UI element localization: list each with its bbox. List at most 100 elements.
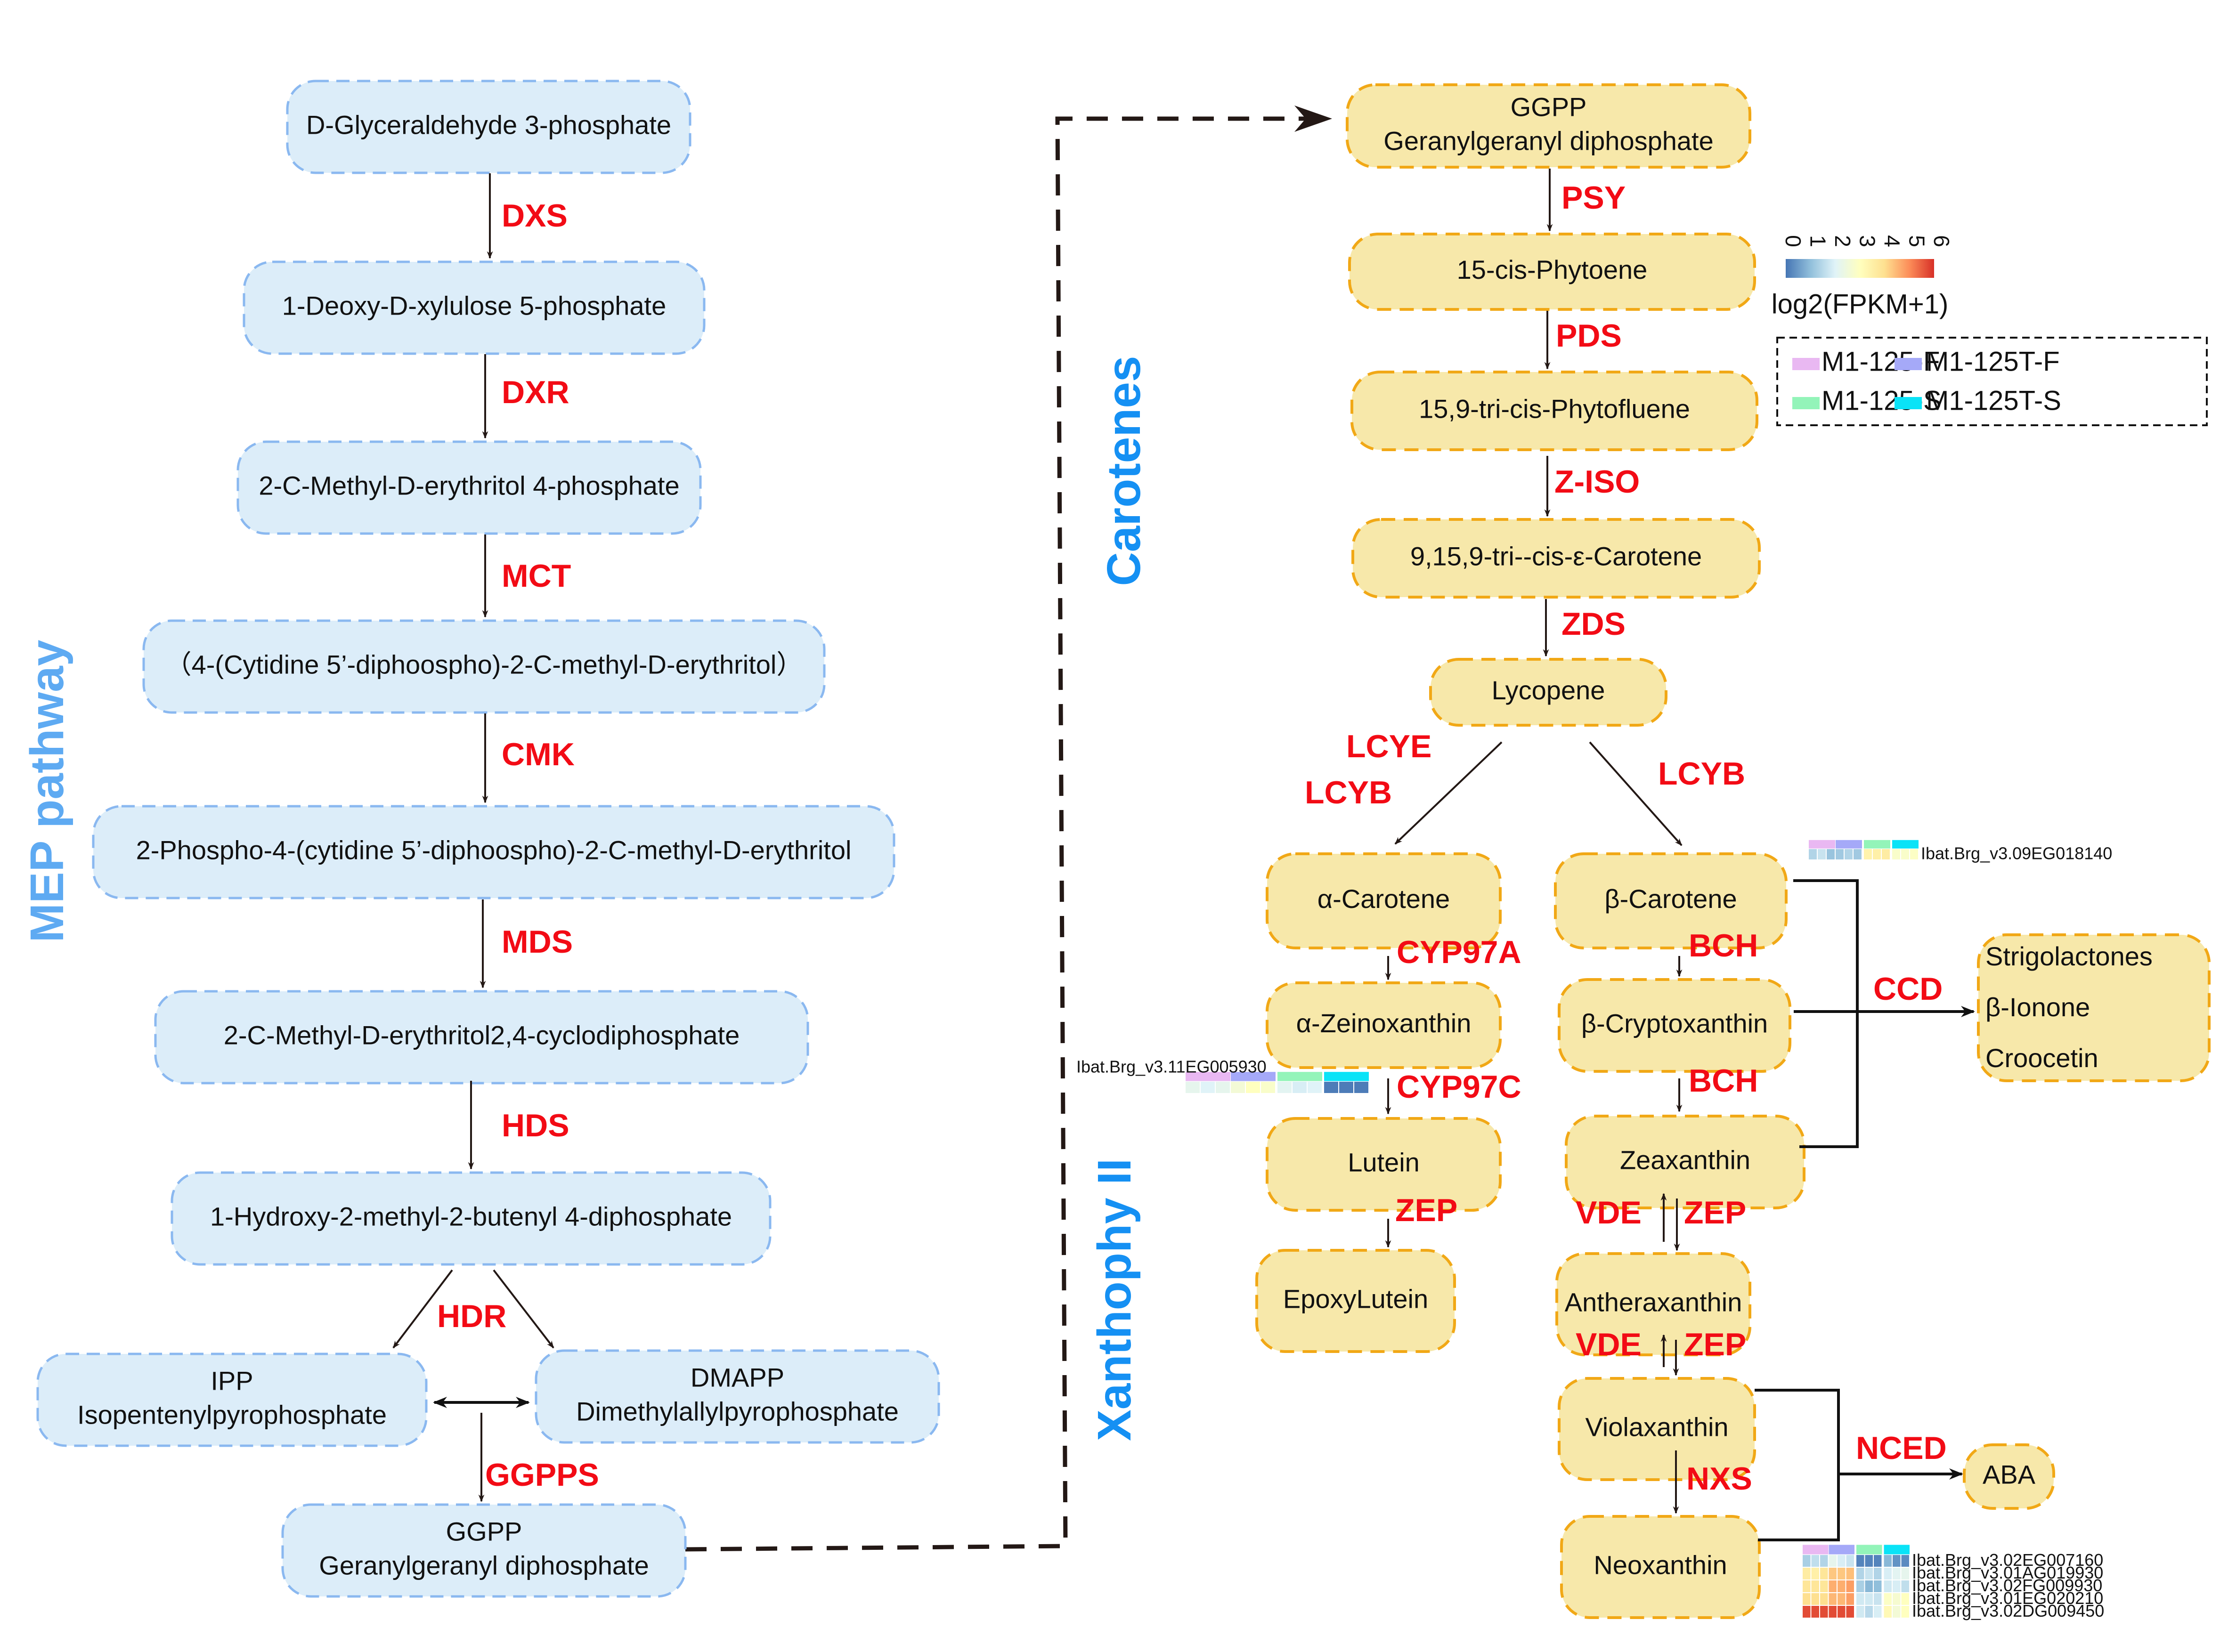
heatmap-cell [1820,1568,1828,1579]
node-label: β-Carotene [1604,884,1737,914]
node-box [1350,371,1758,451]
heatmap-cell [1882,849,1890,859]
mep-node-hmbpp: 1-Hydroxy-2-methyl-2-butenyl 4-diphospha… [171,1171,772,1266]
sample-swatch [1792,397,1820,409]
node-label: α-Carotene [1317,884,1450,914]
color-scale-tick: 0 [1781,235,1805,247]
color-scale-tick: 2 [1830,235,1855,247]
enzyme-label-ggpps: GGPPS [485,1457,599,1493]
carotenoid-node-bcrypto: β-Cryptoxanthin [1558,978,1791,1073]
carotenoid-node-aba: ABA [1963,1443,2055,1510]
node-box [1558,1377,1756,1481]
sample-swatch [1792,358,1820,370]
heatmap-cell [1803,1593,1811,1605]
arrow-lcye [1394,741,1503,845]
heatmap-cell [1820,1555,1828,1567]
heatmap-cell [1865,1568,1873,1579]
node-box [1351,518,1761,599]
heatmap-cell [1818,849,1826,859]
carotenoid-node-phytofluene: 15,9-tri-cis-Phytofluene [1350,371,1758,451]
sample-legend-item: M1-125T-F [1895,346,2060,377]
node-box [535,1349,940,1444]
node-box [1346,83,1751,169]
heatmap-cell [1811,1606,1819,1618]
heatmap-cell [1231,1082,1245,1093]
heatmap-group-annotation [1829,1545,1854,1555]
node-box [236,440,702,535]
ggpp-transfer-connector [685,105,1332,1552]
node-box [1266,852,1502,949]
node-label: Geranylgeranyl diphosphate [319,1550,649,1580]
node-label: Violaxanthin [1585,1412,1728,1441]
color-scale-tick: 4 [1880,235,1904,247]
enzyme-label-pds: PDS [1556,318,1622,354]
enzyme-label-dxr: DXR [502,374,569,410]
enzyme-label-vde1: VDE [1576,1195,1642,1231]
color-scale-bar [1786,259,1934,278]
enzyme-label-zep2: ZEP [1684,1327,1746,1362]
gene-label: Ibat.Brg_v3.11EG005930 [1076,1057,1267,1077]
gene-label: Ibat.Brg_v3.02FG009930 [1912,1576,2102,1595]
heatmap-cell [1811,1555,1819,1567]
enzyme-label-mct: MCT [502,558,571,594]
heatmap-group-annotation [1864,840,1890,849]
heatmap-group-annotation [1809,840,1835,849]
node-label: 15-cis-Phytoene [1457,255,1648,284]
heatmap-cell [1856,1606,1864,1618]
heatmap-cell [1874,1606,1882,1618]
carotenoid-node-epoxylutein: EpoxyLutein [1255,1249,1456,1353]
node-box [1255,1249,1456,1353]
sample-legend: M1-125-FM1-125T-FM1-125-SM1-125T-S [1776,337,2208,426]
node-label: GGPP [1511,92,1587,121]
heatmap-row: Ibat.Brg_v3.01EG020210 [1803,1588,2103,1608]
enzyme-label-nced: NCED [1856,1430,1947,1466]
carotenoid-node-zcarotene: 9,15,9-tri--cis-ε-Carotene [1351,518,1761,599]
heatmap-cell [1354,1082,1368,1093]
enzyme-label-lcyb-b: LCYB [1658,756,1745,792]
node-label: β-Cryptoxanthin [1581,1008,1768,1038]
carotenoid-node-azein: α-Zeinoxanthin [1266,981,1502,1069]
heatmap-cell [1864,849,1872,859]
node-label: EpoxyLutein [1283,1284,1428,1313]
node-box [1977,933,2211,1082]
heatmap-cell [1892,849,1900,859]
heatmap-cell [1901,1593,1909,1605]
heatmap-cell [1277,1082,1292,1093]
node-box [142,619,826,714]
node-box [1555,1252,1751,1356]
xanthophyll-label: Xanthophy II [1088,1158,1141,1441]
color-scale-tick: 1 [1806,235,1830,247]
heatmap-cell [1856,1593,1864,1605]
gene-label: Ibat.Brg_v3.09EG018140 [1921,844,2112,863]
node-label: D-Glyceraldehyde 3-phosphate [306,110,671,139]
node-box [1565,1115,1805,1209]
arrow-hdr-dmapp [493,1269,554,1349]
heatmap-cell [1856,1580,1864,1592]
node-box [1554,852,1788,949]
heatmap-cell [1803,1606,1811,1618]
node-box [1266,981,1502,1069]
mep-node-g3p: D-Glyceraldehyde 3-phosphate [286,80,691,174]
node-box [243,260,706,355]
heatmap-row: Ibat.Brg_v3.02FG009930 [1803,1576,2102,1595]
enzyme-label-cyp97c: CYP97C [1397,1069,1521,1105]
mep-node-mep: 2-C-Methyl-D-erythritol 4-phosphate [236,440,702,535]
heatmap-cell [1261,1082,1275,1093]
mep-node-mecpp: 2-C-Methyl-D-erythritol2,4-cyclodiphosph… [154,990,809,1085]
node-label: Dimethylallylpyrophosphate [576,1396,899,1426]
node-label: DMAPP [691,1362,784,1392]
heatmap-cell [1846,1580,1854,1592]
heatmap-cell [1901,1606,1909,1618]
heatmap-cell [1820,1580,1828,1592]
heatmap-cell [1216,1082,1230,1093]
node-box [36,1352,428,1447]
heatmap-group-annotation [1803,1545,1829,1555]
mep-node-cdpme: （4-(Cytidine 5’-diphoospho)-2-C-methyl-D… [142,619,826,714]
heatmap-cell [1884,1580,1892,1592]
node-label: 9,15,9-tri--cis-ε-Carotene [1410,541,1702,571]
heatmap-neoxanthin: Ibat.Brg_v3.02EG007160Ibat.Brg_v3.01AG01… [1803,1545,2104,1620]
node-label: 2-Phospho-4-(cytidine 5’-diphoospho)-2-C… [136,835,852,865]
heatmap-group-annotation [1231,1072,1276,1081]
